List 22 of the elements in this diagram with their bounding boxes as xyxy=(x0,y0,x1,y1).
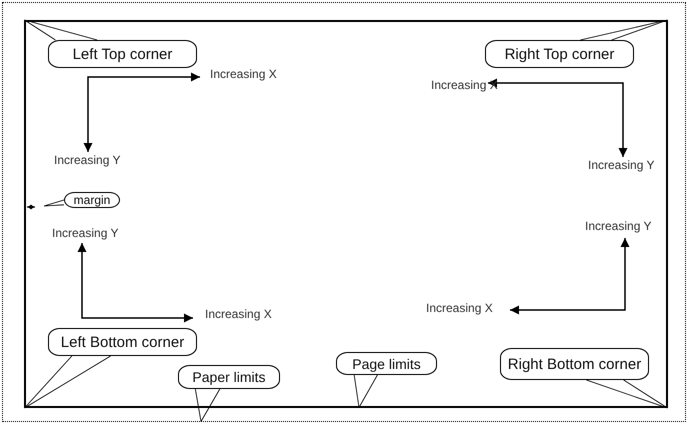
axis-label: Increasing X xyxy=(431,78,498,92)
callout-pointer xyxy=(580,20,668,40)
axis-label: Increasing X xyxy=(210,67,277,81)
axis-label: Increasing Y xyxy=(585,219,652,233)
callout-pointer xyxy=(44,200,64,206)
callout-bubble: Page limits xyxy=(336,352,437,375)
callout-bubble: Left Top corner xyxy=(48,40,197,68)
callout-bubble: Right Bottom corner xyxy=(500,348,649,380)
callout-pointer xyxy=(24,356,111,408)
callout-pointer xyxy=(194,388,220,422)
callout-pointer xyxy=(586,380,668,408)
callout-bubble: Left Bottom corner xyxy=(48,328,197,356)
axis-label: Increasing Y xyxy=(52,226,118,240)
callout-pointer xyxy=(24,20,98,40)
callout-bubble: margin xyxy=(64,192,120,208)
callout-bubble: Right Top corner xyxy=(485,40,634,68)
callout-pointer xyxy=(354,374,378,408)
axis-label: Increasing Y xyxy=(588,158,654,172)
callout-bubble: Paper limits xyxy=(178,365,280,389)
axis-label: Increasing X xyxy=(205,307,272,321)
axis-label: Increasing Y xyxy=(54,153,120,167)
axis-label: Increasing X xyxy=(426,301,493,315)
